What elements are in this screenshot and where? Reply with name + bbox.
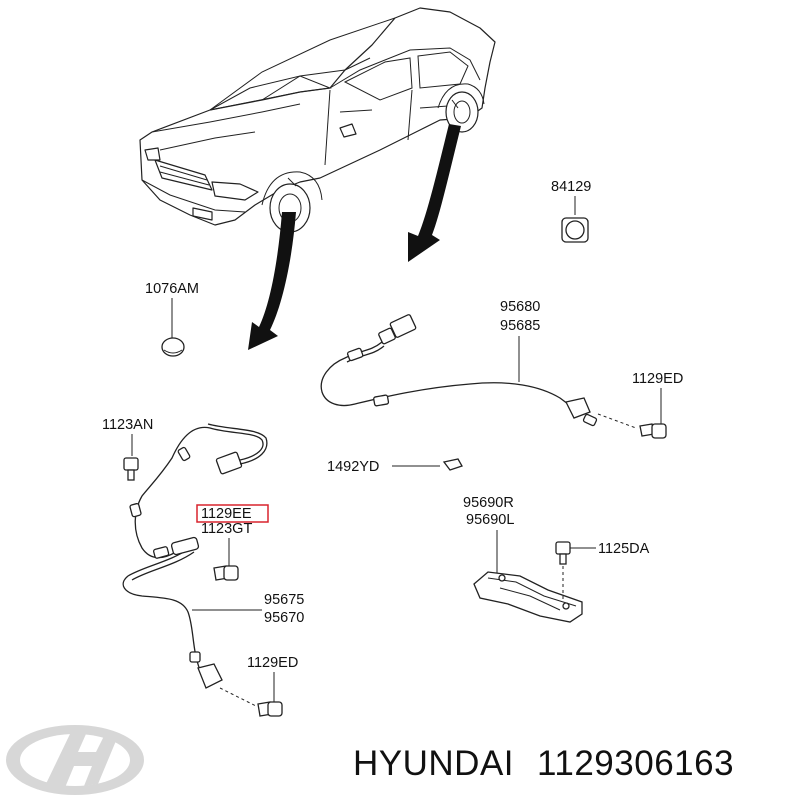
- car-illustration: [139, 7, 496, 233]
- label-1123AN: 1123AN: [102, 417, 153, 433]
- label-1125DA: 1125DA: [598, 541, 650, 557]
- arrow-front-sensor: [248, 212, 296, 350]
- plug-1076AM: 1076AM: [145, 281, 199, 357]
- front-wheel-sensor-95675-95670: 95675 95670: [122, 423, 304, 689]
- plug-84129: 84129: [551, 179, 591, 243]
- label-95685: 95685: [500, 318, 540, 334]
- label-1123GT: 1123GT: [201, 521, 252, 537]
- hyundai-logo-icon: [6, 725, 144, 795]
- label-84129: 84129: [551, 179, 591, 195]
- label-95680: 95680: [500, 299, 540, 315]
- label-1492YD: 1492YD: [327, 459, 379, 475]
- label-1129ED-top: 1129ED: [632, 371, 683, 387]
- brand-name: HYUNDAI: [353, 744, 514, 783]
- label-1076AM: 1076AM: [145, 281, 199, 297]
- label-95690R: 95690R: [463, 495, 514, 511]
- bolt-1129EE-1123GT: 1129EE 1123GT: [196, 504, 269, 581]
- highlight-1129EE: [196, 504, 269, 523]
- bolt-1129ED-bottom: 1129ED: [219, 655, 298, 717]
- arrow-rear-sensor: [408, 124, 461, 262]
- clip-1492YD: 1492YD: [327, 458, 463, 475]
- label-95675: 95675: [264, 592, 304, 608]
- bolt-1129ED-top: 1129ED: [597, 371, 683, 439]
- part-number: 1129306163: [537, 744, 734, 783]
- bolt-1125DA: 1125DA: [555, 541, 650, 600]
- label-1129ED-bottom: 1129ED: [247, 655, 298, 671]
- bracket-95690R-95690L: 95690R 95690L: [463, 495, 583, 623]
- bolt-1123AN: 1123AN: [102, 417, 153, 481]
- rear-wheel-sensor-95680-95685: 95680 95685: [320, 299, 598, 427]
- label-95670: 95670: [264, 610, 304, 626]
- label-1129EE: 1129EE: [201, 506, 252, 522]
- label-95690L: 95690L: [466, 512, 514, 528]
